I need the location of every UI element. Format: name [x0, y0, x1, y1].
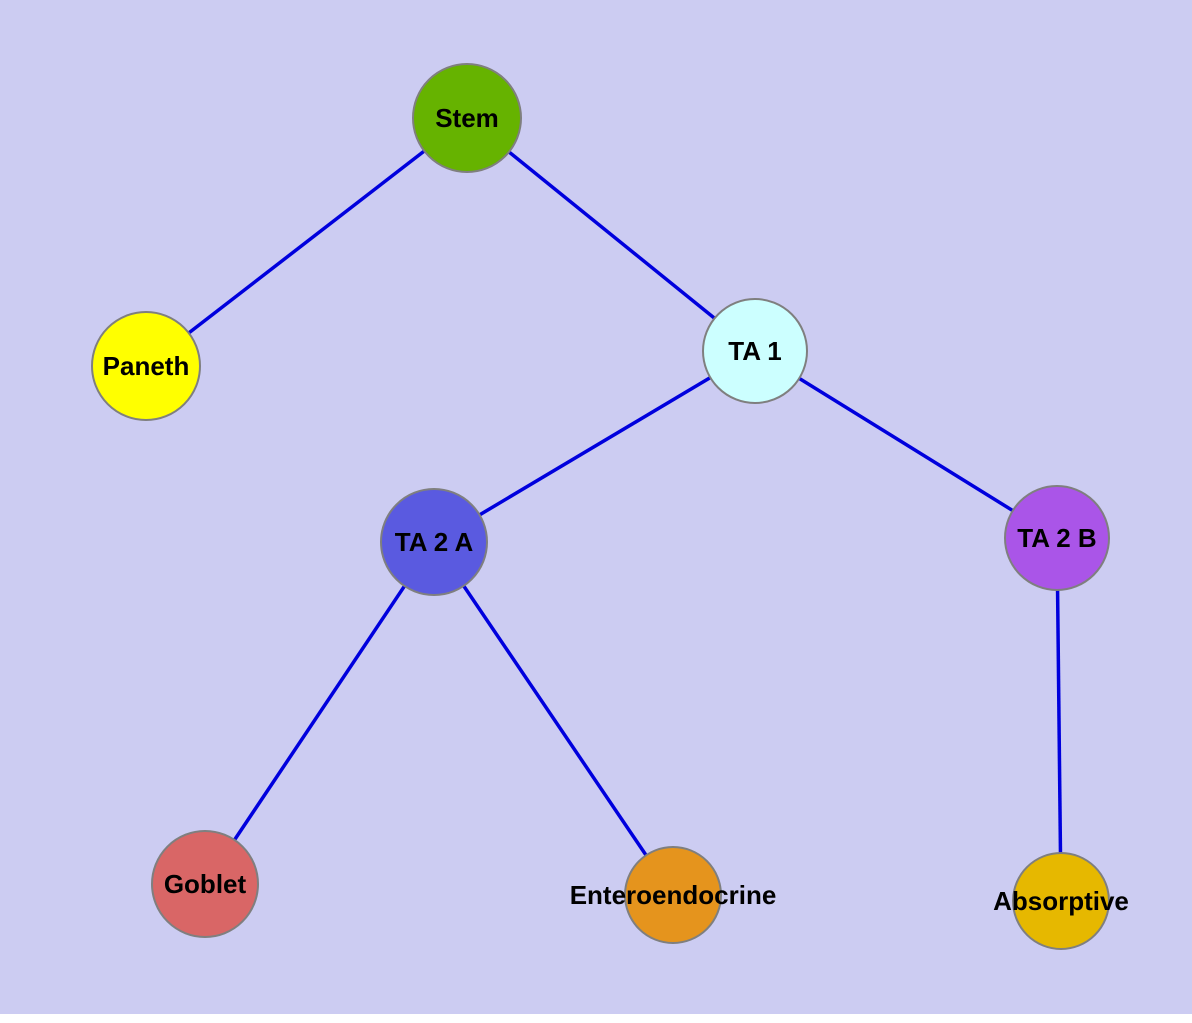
- edge-layer: [144, 116, 1063, 902]
- node-ta1[interactable]: [702, 298, 808, 404]
- edge-ta1-ta2b[interactable]: [754, 349, 1058, 540]
- edge-ta1-ta2a[interactable]: [433, 349, 756, 544]
- node-ta2a[interactable]: [380, 488, 488, 596]
- edge-ta2a-enteroendocrine[interactable]: [432, 541, 675, 896]
- node-enteroendocrine[interactable]: [624, 846, 722, 944]
- node-goblet[interactable]: [151, 830, 259, 938]
- node-paneth[interactable]: [91, 311, 201, 421]
- canvas-bottom-strip: [0, 1014, 1192, 1023]
- node-layer: [91, 63, 1110, 950]
- node-stem[interactable]: [412, 63, 522, 173]
- edge-stem-ta1[interactable]: [465, 116, 757, 353]
- edge-ta2b-absorptive[interactable]: [1055, 537, 1063, 902]
- node-ta2b[interactable]: [1004, 485, 1110, 591]
- edge-ta2a-goblet[interactable]: [203, 541, 436, 885]
- edge-stem-paneth[interactable]: [144, 116, 469, 368]
- node-absorptive[interactable]: [1012, 852, 1110, 950]
